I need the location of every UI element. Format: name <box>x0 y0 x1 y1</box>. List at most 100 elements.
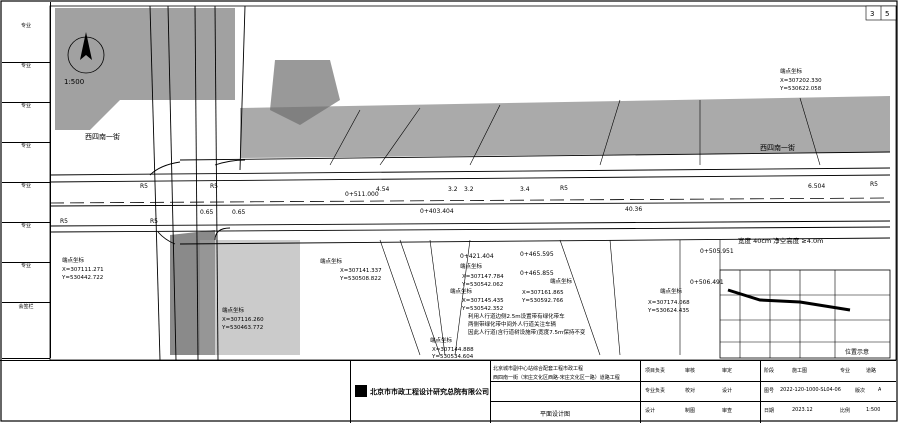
stake-label: 0+465.595 <box>520 251 554 258</box>
dimension-labels: R5 R5 R5 R5 R5 R5 0.65 0.65 4.54 3.2 3.2… <box>60 181 878 225</box>
left-signoff-strip: 会签栏 专业 专业 专业 专业 专业 专业 专业 <box>2 2 51 359</box>
callout-title: 端点坐标 <box>320 257 343 265</box>
design-notes: 利用人行道边侧2.5m设置带有绿化带车 两侧带绿化带中间外人行道关注车辆 因此人… <box>468 312 586 336</box>
signoff-cell: 专业 <box>2 62 50 103</box>
stake-label: 0+421.404 <box>460 253 494 260</box>
info-value: 施工图 <box>792 368 808 374</box>
road-centerline <box>49 197 891 204</box>
stake-label: 0+403.404 <box>420 208 454 215</box>
signoff-cell: 专业 <box>2 182 50 223</box>
dimension-label: R5 <box>870 181 878 188</box>
callout-title: 端点坐标 <box>660 287 683 295</box>
note-line: 两侧带绿化带中间外人行道关注车辆 <box>468 320 557 328</box>
dimension-label: 3.4 <box>520 186 530 193</box>
inset-location-map <box>719 269 891 359</box>
info-label: 阶段 <box>764 368 775 374</box>
callout-line: Y=530542.062 <box>461 282 503 288</box>
sign-label: 审核 <box>685 368 696 374</box>
signoff-cell: 会签栏 <box>2 302 50 359</box>
dimension-label: 3.2 <box>464 186 474 193</box>
signoff-cell: 专业 <box>2 262 50 303</box>
curb-returns <box>149 159 246 245</box>
info-value: A <box>878 387 882 393</box>
callout-title: 端点坐标 <box>780 67 803 75</box>
callout-line: Y=530542.352 <box>461 306 503 312</box>
callout-line: Y=530534.604 <box>431 354 474 360</box>
dimension-label: R5 <box>150 218 158 225</box>
note-line: 利用人行道边侧2.5m设置带有绿化带车 <box>468 312 565 320</box>
callout-line: X=307145.435 <box>462 298 504 304</box>
callout: 端点坐标 X=307174.068 Y=530624.435 <box>647 287 690 314</box>
stake-label: 0+465.855 <box>520 270 554 277</box>
upper-left-building <box>55 8 235 130</box>
signoff-cell: 专业 <box>2 22 50 63</box>
drawing-name: 平面设计图 <box>540 411 571 418</box>
info-value: 2023.12 <box>792 407 813 413</box>
org-logo-icon <box>355 385 367 397</box>
dimension-label: R5 <box>210 183 218 190</box>
callout-line: X=307147.784 <box>462 274 504 280</box>
project-title-1: 北京城市副中心站综合配套工程市政工程 <box>493 366 584 372</box>
callout-line: Y=530463.772 <box>221 325 263 331</box>
info-label: 比例 <box>840 408 851 414</box>
road-name-label-2: 西四南一街 <box>760 143 795 152</box>
callout-line: X=307144.888 <box>432 347 474 353</box>
sign-label: 专业负责 <box>645 388 666 394</box>
dimension-label: R5 <box>560 185 568 192</box>
sign-label: 制图 <box>685 408 696 414</box>
dimension-label: 40.36 <box>625 206 642 213</box>
dimension-label: 0.65 <box>200 209 214 216</box>
stake-label: 0+505.951 <box>700 248 734 255</box>
info-value: 道路 <box>866 368 877 374</box>
north-arrow-icon <box>67 32 105 74</box>
callout-line: X=307141.337 <box>340 268 382 274</box>
sign-label: 校对 <box>685 388 696 394</box>
callout-line: Y=530622.058 <box>779 86 822 92</box>
plaza-area <box>270 60 340 125</box>
page-total: 5 <box>885 10 889 18</box>
callout-line: Y=530442.722 <box>61 275 103 281</box>
dimension-label: 0.65 <box>232 209 246 216</box>
info-label: 专业 <box>840 368 851 374</box>
project-title-2: 西四南一街（宋庄文化区西路-宋庄文化区一路）道路工程 <box>493 375 620 381</box>
page-mark: 3 <box>870 10 874 18</box>
callout-line: Y=530624.435 <box>647 308 690 314</box>
callout-line: Y=530592.766 <box>521 298 564 304</box>
dimension-label: 6.504 <box>808 183 825 190</box>
dimension-label: 3.2 <box>448 186 458 193</box>
cross-road <box>149 5 246 361</box>
signoff-cell: 专业 <box>2 102 50 143</box>
signoff-cell: 专业 <box>2 142 50 183</box>
dimension-label: R5 <box>140 183 148 190</box>
callout: 端点坐标 X=307202.330 Y=530622.058 <box>779 67 822 92</box>
sign-label: 审定 <box>722 368 733 374</box>
callout-line: X=307116.260 <box>222 317 264 323</box>
sign-label: 审查 <box>722 408 733 414</box>
callout: 端点坐标 X=307116.260 Y=530463.772 <box>221 306 264 331</box>
callout-line: Y=530508.822 <box>339 276 381 282</box>
section-note: 宽度 40cm 净空高度 ≥4.0m <box>738 236 824 245</box>
coordinate-callouts: 端点坐标 X=307141.337 Y=530508.822 端点坐标 X=30… <box>61 67 822 360</box>
road-lines <box>49 151 891 245</box>
dimension-label: R5 <box>60 218 68 225</box>
note-line: 因此人行道(含行道树设施带)宽度7.5m保持不变 <box>468 328 586 336</box>
org-name: 北京市市政工程设计研究总院有限公司 <box>370 388 489 396</box>
stake-labels: 0+403.404 0+421.404 0+465.595 0+465.855 … <box>345 191 734 286</box>
info-value: 2022-120-1000-SL04-06 <box>780 387 841 393</box>
callout-line: X=307161.865 <box>522 290 564 296</box>
callout: 端点坐标 X=307161.865 Y=530592.766 <box>521 277 573 304</box>
info-label: 版次 <box>855 388 866 394</box>
info-label: 日期 <box>764 408 775 414</box>
callout-line: X=307202.330 <box>780 78 822 84</box>
dimension-label: 4.54 <box>376 186 390 193</box>
callout-title: 端点坐标 <box>450 287 473 295</box>
stake-label: 0+511.000 <box>345 191 379 198</box>
upper-band <box>240 96 890 158</box>
sign-label: 项目负责 <box>645 368 666 374</box>
callout-title: 端点坐标 <box>550 277 573 285</box>
sign-label: 设计 <box>645 408 656 414</box>
callout-line: X=307111.271 <box>62 267 104 273</box>
